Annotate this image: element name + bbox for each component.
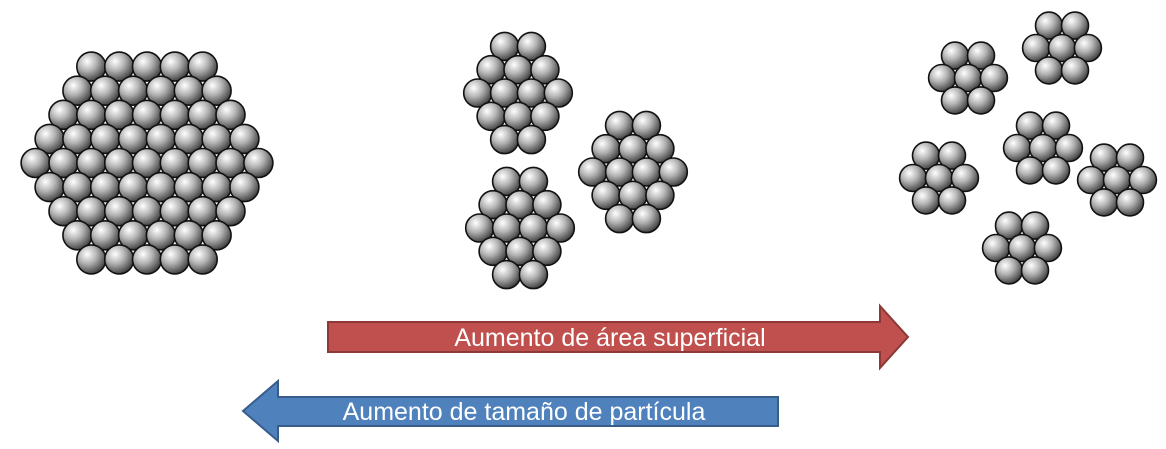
sphere [645,133,675,164]
particle-size-arrow: Aumento de tamaño de partícula [241,378,779,444]
sphere [950,163,980,193]
sphere [966,86,996,115]
sphere [215,195,246,227]
sphere [545,213,576,243]
single-large-particle [20,51,274,275]
sphere [1015,156,1045,185]
surface-area-arrow: Aumento de área superficial [327,303,910,371]
sphere [201,75,232,106]
sphere [187,51,218,82]
sphere [994,256,1024,285]
sphere [1073,33,1103,63]
sphere [215,99,246,131]
sphere [1115,188,1145,217]
sphere [940,86,970,115]
particle-cluster [462,31,574,155]
sphere [979,63,1009,93]
sphere [518,259,549,290]
particle-cluster [464,166,576,290]
sphere [1060,11,1090,40]
sphere [243,147,274,179]
sphere [1020,211,1050,240]
sphere [631,203,662,234]
sphere [229,171,260,203]
surface-area-arrow-label: Aumento de área superficial [454,324,765,352]
particle-cluster [1076,143,1158,217]
six-smaller-particles [898,11,1158,285]
sphere [966,41,996,70]
sphere [532,189,562,220]
sphere [1115,143,1145,172]
sphere [516,31,547,62]
particle-cluster [981,211,1063,285]
sphere [229,123,260,155]
sphere [1034,56,1064,85]
sphere [159,244,191,275]
particle-cluster [577,110,689,234]
sphere [937,141,967,170]
sphere [937,186,967,215]
three-small-particles [462,31,689,290]
large-particle-cluster [20,51,274,275]
sphere [491,259,522,290]
sphere [604,203,635,234]
sphere [1060,56,1090,85]
sphere [1054,133,1084,163]
sphere [530,101,560,132]
sphere [1128,165,1158,195]
sphere [530,54,560,85]
particle-cluster [1021,11,1103,85]
particle-cluster [927,41,1009,115]
sphere [543,78,574,108]
particle-size-arrow-label: Aumento de tamaño de partícula [343,398,706,426]
sphere [131,244,163,275]
sphere [1041,156,1071,185]
sphere [187,244,218,275]
sphere [103,244,135,275]
sphere [1041,111,1071,140]
sphere [1033,233,1063,263]
sphere [1020,256,1050,285]
particle-cluster [1002,111,1084,185]
sphere [1089,188,1119,217]
sphere [658,157,689,187]
sphere [518,166,549,197]
sphere [76,244,107,275]
sphere [201,220,232,251]
sphere [631,110,662,141]
sphere [645,180,675,211]
sphere [532,236,562,267]
sphere [489,124,520,155]
particle-cluster [898,141,980,215]
sphere [516,124,547,155]
sphere [911,186,941,215]
